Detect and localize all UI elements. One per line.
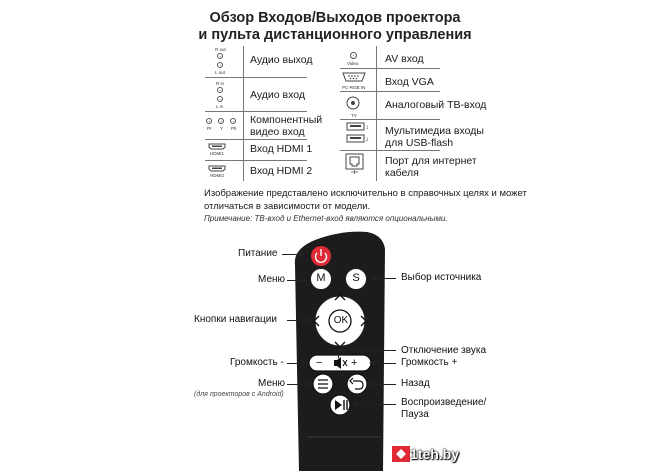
left-column-divider bbox=[243, 46, 244, 181]
arrow-navigation bbox=[287, 317, 312, 323]
usb-port-icon: 1 2 bbox=[346, 122, 369, 143]
mute-speaker-icon bbox=[334, 357, 341, 369]
label-source: Выбор источника bbox=[401, 272, 482, 283]
label-menu-android: Меню bbox=[258, 378, 286, 389]
label-ethernet-1: Порт для интернет bbox=[385, 155, 477, 167]
label-vga-in: Вход VGA bbox=[385, 76, 434, 88]
jack-label-hdmi2: HDMI2 bbox=[210, 173, 225, 178]
pause-icon bbox=[343, 400, 348, 410]
menu-lines-icon bbox=[318, 379, 328, 389]
jack-label-video: Video bbox=[347, 61, 359, 66]
source-button[interactable]: S bbox=[345, 268, 367, 290]
arrow-volume-down bbox=[287, 360, 308, 366]
label-usb-2: для USB-flash bbox=[385, 137, 454, 149]
vga-port-icon bbox=[342, 72, 366, 82]
note-menu-android: (для проекторов с Android) bbox=[194, 391, 284, 398]
label-component-2: видео вход bbox=[250, 126, 305, 138]
jack-label-hdmi1: HDMI1 bbox=[210, 151, 225, 156]
label-audio-out: Аудио выход bbox=[250, 54, 313, 66]
watermark-badge-icon bbox=[392, 446, 410, 462]
menu-button[interactable]: M bbox=[310, 268, 332, 290]
jack-label-tv: TV bbox=[351, 113, 357, 118]
svg-text:1: 1 bbox=[366, 125, 369, 130]
arrow-volume-up bbox=[369, 360, 396, 366]
jack-label-pr: Pr bbox=[207, 126, 212, 131]
label-audio-in: Аудио вход bbox=[250, 89, 305, 101]
arrow-power bbox=[282, 251, 305, 257]
power-icon bbox=[314, 252, 328, 263]
tv-antenna-jack-icon bbox=[346, 96, 360, 110]
svg-text:2: 2 bbox=[366, 137, 369, 142]
label-play-pause-1: Воспроизведение/ bbox=[401, 397, 487, 408]
disclaimer-line-1: Изображение представлено исключительно в… bbox=[204, 188, 527, 199]
label-back: Назад bbox=[401, 378, 430, 389]
arrow-menu-android bbox=[287, 381, 312, 387]
row-divider bbox=[205, 77, 307, 78]
play-icon bbox=[335, 400, 342, 410]
title-line-1: Обзор Входов/Выходов проектора bbox=[209, 10, 461, 26]
component-pr-jack-icon bbox=[206, 118, 212, 124]
row-divider bbox=[340, 91, 440, 92]
jack-label-r-out: R out bbox=[215, 47, 226, 52]
jack-label-pb: Pb bbox=[231, 126, 237, 131]
note-optional-ports: Примечание: ТВ-вход и Ethernet-вход явля… bbox=[204, 214, 448, 223]
jack-label-pc-rgb: PC-RGB IN bbox=[342, 85, 366, 90]
ethernet-port-icon bbox=[345, 153, 364, 174]
label-mute: Отключение звука bbox=[401, 345, 487, 356]
hdmi1-port-icon bbox=[208, 143, 226, 150]
label-tv-in: Аналоговый ТВ-вход bbox=[385, 99, 487, 111]
arrow-mute-stem bbox=[338, 350, 339, 358]
label-av-in: AV вход bbox=[385, 53, 424, 65]
label-volume-down: Громкость - bbox=[230, 357, 284, 368]
label-usb-1: Мультимедиа входы bbox=[385, 125, 484, 137]
row-divider bbox=[205, 139, 307, 140]
audio-r-out-jack-icon bbox=[217, 53, 223, 59]
title-line-2: и пульта дистанционного управления bbox=[198, 27, 472, 43]
label-component-1: Компонентный bbox=[250, 114, 323, 126]
row-divider bbox=[205, 111, 307, 112]
label-hdmi2: Вход HDMI 2 bbox=[250, 165, 313, 177]
label-play-pause-2: Пауза bbox=[401, 409, 429, 420]
component-y-jack-icon bbox=[218, 118, 224, 124]
nav-up-chevron-icon bbox=[334, 294, 346, 301]
label-hdmi1: Вход HDMI 1 bbox=[250, 143, 313, 155]
arrow-source bbox=[371, 275, 396, 281]
row-divider bbox=[205, 160, 307, 161]
watermark-text: 1teh.by bbox=[410, 446, 460, 462]
power-button[interactable] bbox=[311, 246, 333, 268]
label-power: Питание bbox=[238, 248, 278, 259]
back-arrow-icon bbox=[353, 380, 364, 390]
jack-label-y: Y bbox=[220, 126, 224, 131]
nav-left-chevron-icon bbox=[313, 315, 320, 327]
right-column-divider bbox=[376, 46, 377, 181]
label-navigation: Кнопки навигации bbox=[194, 314, 277, 325]
row-divider bbox=[340, 150, 440, 151]
arrow-play-pause bbox=[351, 401, 396, 407]
ok-button[interactable]: OK bbox=[333, 315, 349, 326]
disclaimer-line-2: отличаться в зависимости от модели. bbox=[204, 201, 371, 212]
hdmi2-port-icon bbox=[208, 165, 226, 172]
label-ethernet-2: кабеля bbox=[385, 167, 419, 179]
jack-label-r-in: R in bbox=[216, 81, 225, 86]
jack-label-l-out: L out bbox=[215, 70, 225, 75]
component-pb-jack-icon bbox=[230, 118, 236, 124]
audio-l-in-jack-icon bbox=[217, 96, 223, 102]
volume-down-button[interactable]: − bbox=[316, 357, 323, 369]
row-divider bbox=[340, 119, 440, 120]
arrow-mute bbox=[337, 347, 396, 353]
audio-r-in-jack-icon bbox=[217, 87, 223, 93]
arrow-menu bbox=[287, 277, 308, 283]
volume-up-button[interactable]: + bbox=[351, 357, 358, 369]
label-menu: Меню bbox=[258, 274, 286, 285]
nav-right-chevron-icon bbox=[360, 315, 367, 327]
jack-label-l-in: L in bbox=[216, 104, 224, 109]
av-video-jack-icon bbox=[350, 52, 357, 59]
row-divider bbox=[340, 68, 440, 69]
audio-l-out-jack-icon bbox=[217, 62, 223, 68]
arrow-back bbox=[369, 381, 396, 387]
label-volume-up: Громкость + bbox=[401, 357, 458, 368]
